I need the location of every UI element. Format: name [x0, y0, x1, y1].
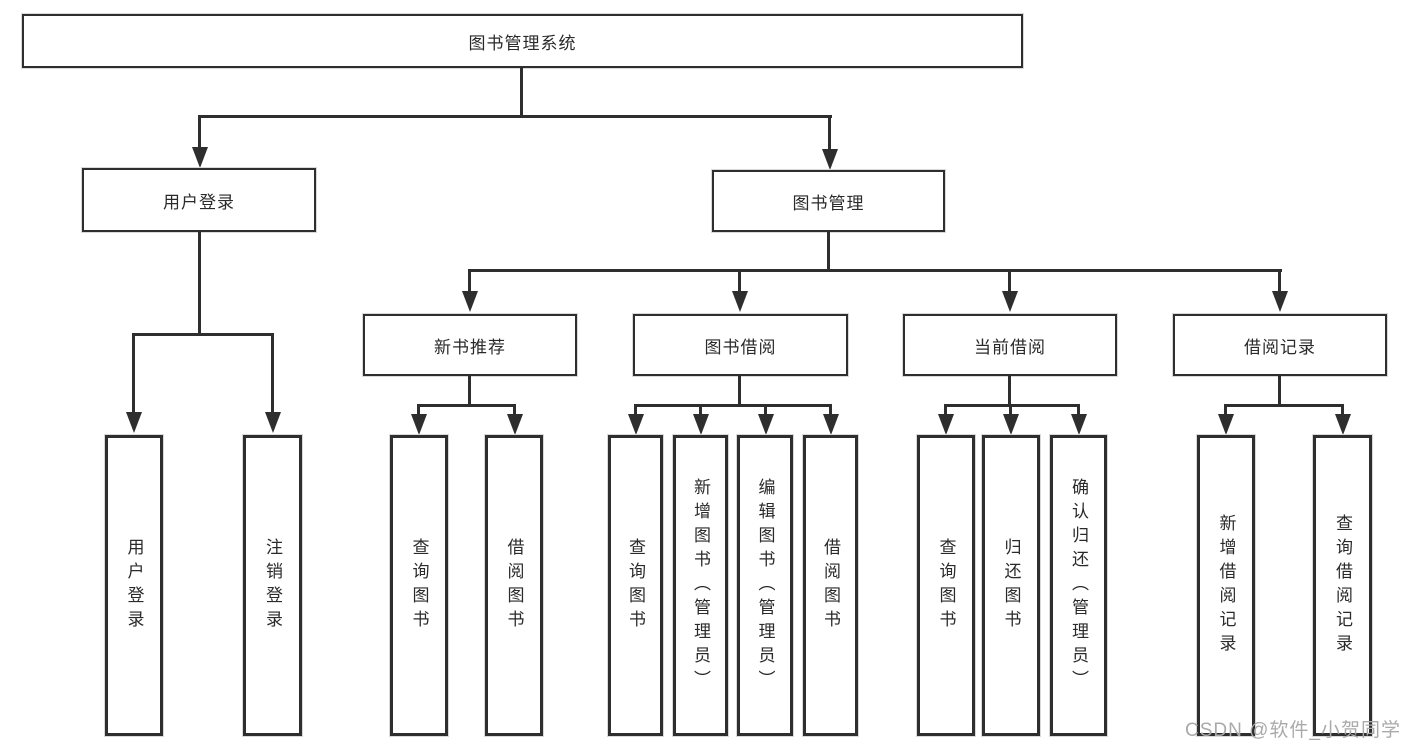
connector-user-login-bar — [132, 333, 274, 336]
arrowhead-cb-query — [938, 414, 954, 435]
arrowhead-cb-confirm — [1071, 414, 1087, 435]
arrowhead-borrow-records — [1272, 291, 1288, 312]
node-book-management: 图书管理 — [712, 170, 945, 232]
leaf-bb-edit-books-admin: 编辑图书（管理员） — [737, 435, 793, 736]
arrowhead-bb-query — [628, 414, 644, 435]
arrowhead-bb-borrow — [823, 414, 839, 435]
connector-root-stub — [520, 66, 523, 117]
node-new-book-recommendation: 新书推荐 — [363, 314, 577, 376]
connector-drop-book-borrowing — [738, 269, 741, 292]
arrowhead-br-query — [1335, 414, 1351, 435]
connector-drop-br-add — [1224, 404, 1227, 416]
connector-drop-cb-confirm — [1077, 404, 1080, 416]
connector-drop-book-management — [828, 115, 831, 150]
connector-level3-bar — [468, 269, 1282, 272]
connector-drop-br-query — [1341, 404, 1344, 416]
arrowhead-bb-add — [693, 414, 709, 435]
connector-book-borrowing-bar — [634, 404, 832, 407]
node-user-login: 用户登录 — [82, 168, 316, 232]
leaf-user-login: 用户登录 — [105, 435, 163, 736]
connector-drop-new-book — [468, 269, 471, 292]
connector-book-management-stub — [827, 232, 830, 272]
node-book-borrowing: 图书借阅 — [633, 314, 848, 376]
connector-drop-borrow-records — [1278, 269, 1281, 292]
connector-drop-leaf-logout — [271, 333, 274, 413]
connector-drop-bb-edit — [764, 404, 767, 416]
leaf-br-query-record: 查询借阅记录 — [1313, 435, 1372, 736]
connector-drop-cb-return — [1009, 404, 1012, 416]
csdn-watermark: CSDN @软件_小贺同学 — [1185, 720, 1401, 741]
leaf-bb-add-books-admin: 新增图书（管理员） — [673, 435, 728, 736]
connector-drop-bb-borrow — [829, 404, 832, 416]
connector-user-login-stub — [198, 232, 201, 336]
node-root-library-management-system: 图书管理系统 — [22, 14, 1023, 68]
connector-drop-current-borrowing — [1008, 269, 1011, 292]
arrowhead-book-management — [822, 149, 838, 170]
arrowhead-new-book — [462, 291, 478, 312]
connector-drop-cb-query — [944, 404, 947, 416]
arrowhead-leaf-logout — [265, 412, 281, 433]
arrowhead-leaf-user-login — [126, 412, 142, 433]
arrowhead-bb-edit — [758, 414, 774, 435]
leaf-br-add-record: 新增借阅记录 — [1197, 435, 1255, 736]
node-current-borrowing: 当前借阅 — [903, 314, 1117, 376]
leaf-cb-return-books: 归还图书 — [982, 435, 1040, 736]
connector-borrow-records-stub — [1278, 376, 1281, 407]
node-borrow-records: 借阅记录 — [1173, 314, 1387, 376]
leaf-cb-confirm-return-admin: 确认归还（管理员） — [1050, 435, 1107, 736]
arrowhead-nb-query — [411, 414, 427, 435]
connector-current-borrowing-stub — [1008, 376, 1011, 407]
connector-new-book-stub — [468, 376, 471, 407]
leaf-logout: 注销登录 — [243, 435, 302, 736]
connector-book-borrowing-stub — [738, 376, 741, 407]
connector-drop-bb-add — [699, 404, 702, 416]
connector-drop-leaf-user-login — [132, 333, 135, 413]
connector-level2-bar — [198, 115, 832, 118]
connector-new-book-bar — [417, 404, 516, 407]
arrowhead-cb-return — [1003, 414, 1019, 435]
arrowhead-nb-borrow — [507, 414, 523, 435]
connector-current-borrowing-bar — [944, 404, 1080, 407]
leaf-bb-query-books: 查询图书 — [608, 435, 663, 736]
arrowhead-current-borrowing — [1002, 291, 1018, 312]
arrowhead-book-borrowing — [732, 291, 748, 312]
arrowhead-br-add — [1218, 414, 1234, 435]
leaf-cb-query-books: 查询图书 — [917, 435, 975, 736]
connector-borrow-records-bar — [1224, 404, 1344, 407]
leaf-bb-borrow-books: 借阅图书 — [803, 435, 858, 736]
connector-drop-bb-query — [634, 404, 637, 416]
connector-drop-nb-borrow — [513, 404, 516, 416]
leaf-nb-query-books: 查询图书 — [390, 435, 448, 736]
connector-drop-nb-query — [417, 404, 420, 416]
connector-drop-user-login — [198, 115, 201, 148]
arrowhead-user-login — [192, 147, 208, 168]
leaf-nb-borrow-books: 借阅图书 — [485, 435, 543, 736]
